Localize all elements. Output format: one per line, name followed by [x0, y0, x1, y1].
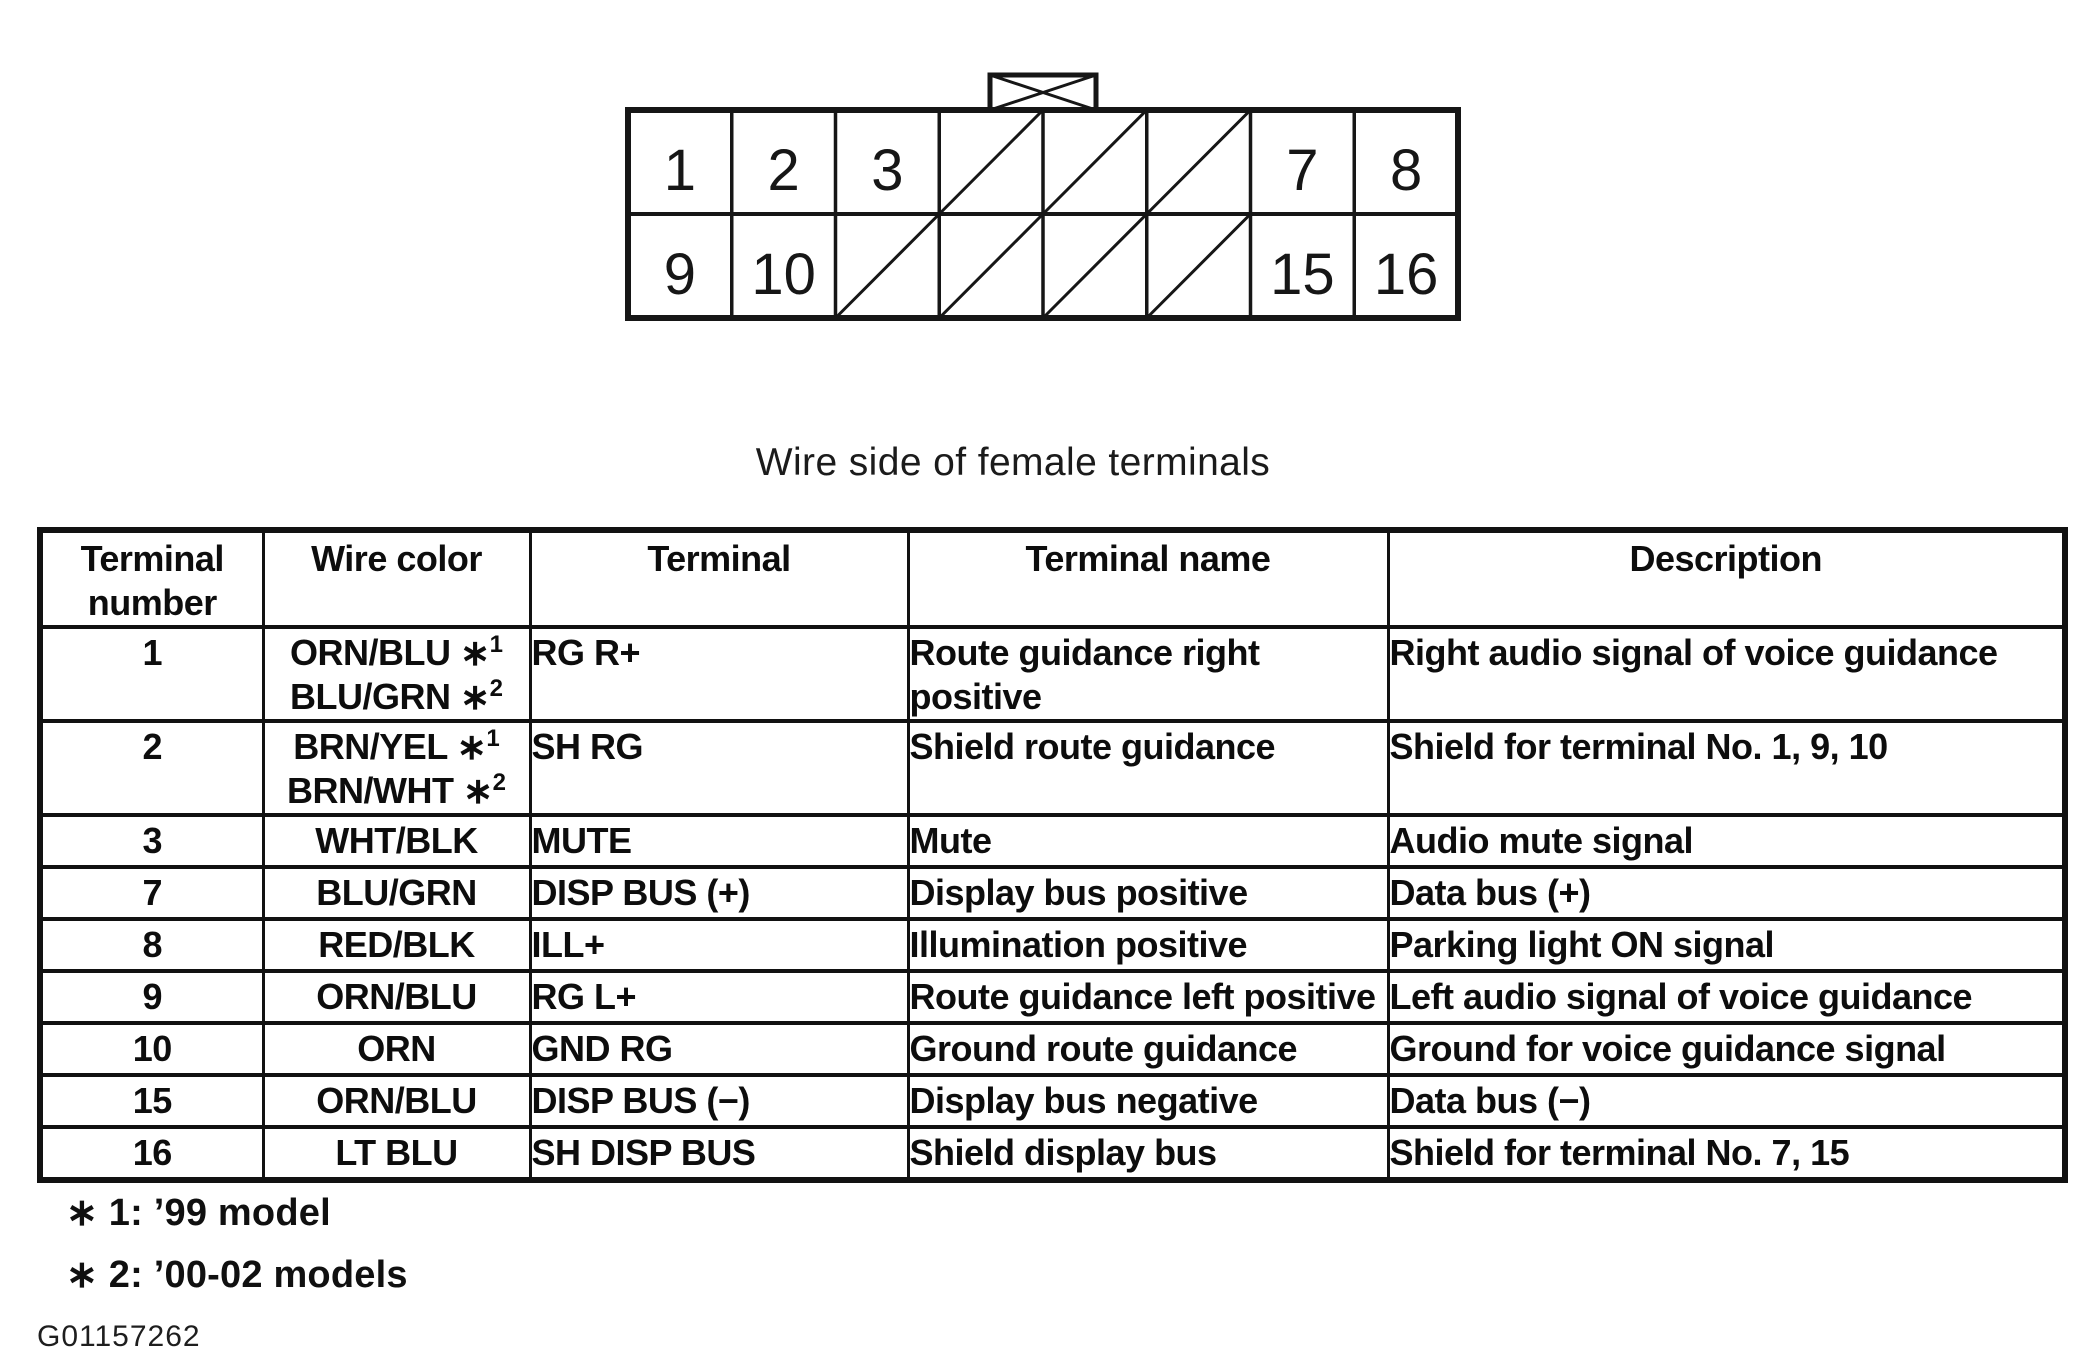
col-header-terminal-name: Terminal name	[906, 528, 1390, 629]
wire-color-value: ORN/BLU	[316, 1080, 477, 1121]
footnote-marker: 1	[486, 725, 500, 752]
wire-color-value: ORN/BLU ∗1	[289, 631, 503, 673]
wire-color-cell: BLU/GRN	[261, 865, 532, 921]
hatch-line	[1041, 212, 1148, 320]
hatch-line	[938, 108, 1045, 216]
terminal-number-cell: 15	[38, 1073, 265, 1129]
terminal-name-cell: Shield display bus	[906, 1125, 1390, 1182]
terminal-number-cell: 1	[38, 625, 265, 723]
terminal-name-cell: Route guidance left positive	[906, 969, 1390, 1025]
connector-caption: Wire side of female terminals	[755, 441, 1271, 484]
table-row-terminal-9: 9 ORN/BLU RG L+Route guidance left positiv…	[38, 969, 2067, 1025]
col-header-description: Description	[1386, 528, 2067, 629]
terminal-name-cell: Mute	[906, 813, 1390, 869]
terminal-cell: DISP BUS (+)	[528, 865, 910, 921]
wire-color-cell: WHT/BLK	[261, 813, 532, 869]
terminal-name-cell: Route guidance right positive	[906, 625, 1390, 723]
wire-color-value: ORN	[357, 1028, 436, 1069]
footnote-marker: 2	[489, 675, 503, 702]
description-cell: Ground for voice guidance signal	[1386, 1021, 2067, 1077]
description-cell: Left audio signal of voice guidance	[1386, 969, 2067, 1025]
table-row-terminal-15: 15 ORN/BLU DISP BUS (−)Display bus negativ…	[38, 1073, 2067, 1129]
description-cell: Data bus (−)	[1386, 1073, 2067, 1129]
terminal-cell: SH RG	[528, 719, 910, 817]
terminal-number-cell: 3	[38, 813, 265, 869]
hatch-line	[938, 212, 1045, 320]
wire-color-value: RED/BLK	[318, 924, 475, 965]
description-cell: Right audio signal of voice guidance	[1386, 625, 2067, 723]
terminal-number-cell: 7	[38, 865, 265, 921]
wire-color-value: BLU/GRN	[316, 872, 477, 913]
wire-color-value: ORN/BLU	[316, 976, 477, 1017]
footnotes: ∗ 1: ’99 model ∗ 2: ’00-02 models	[66, 1190, 408, 1314]
terminal-name-cell: Illumination positive	[906, 917, 1390, 973]
footnote-marker: 1	[489, 631, 503, 658]
wire-color-cell: ORN/BLU	[261, 969, 532, 1025]
terminal-number-cell: 10	[38, 1021, 265, 1077]
pin-8: 8	[1390, 138, 1422, 203]
terminal-cell: GND RG	[528, 1021, 910, 1077]
footnote-marker: 2	[492, 769, 506, 796]
pin-1: 1	[664, 138, 696, 203]
terminal-number-cell: 8	[38, 917, 265, 973]
footnote-1: ∗ 1: ’99 model	[66, 1192, 331, 1234]
tab-cross-line	[989, 73, 1097, 112]
wire-color-cell: ORN/BLU	[261, 1073, 532, 1129]
terminal-number-cell: 9	[38, 969, 265, 1025]
wire-color-value: BLU/GRN ∗2	[289, 675, 503, 717]
hatch-line	[1041, 108, 1148, 216]
hatch-line	[1145, 108, 1252, 216]
wire-color-value: BRN/WHT ∗2	[287, 769, 506, 811]
wire-color-value: LT BLU	[335, 1132, 458, 1173]
col-header-terminal-number: Terminal number	[38, 528, 265, 629]
col-header-wire-color: Wire color	[261, 528, 532, 629]
terminal-cell: RG R+	[528, 625, 910, 723]
pin-10: 10	[751, 242, 816, 307]
pin-3: 3	[871, 138, 903, 203]
pin-9: 9	[664, 242, 696, 307]
terminal-name-cell: Shield route guidance	[906, 719, 1390, 817]
connector-pinout-diagram: 1 2 3 7 8 9 10 15 16	[625, 72, 1461, 321]
terminal-name-cell: Ground route guidance	[906, 1021, 1390, 1077]
pin-7: 7	[1286, 138, 1318, 203]
table-row-terminal-7: 7 BLU/GRN DISP BUS (+)Display bus positive…	[38, 865, 2067, 921]
description-cell: Parking light ON signal	[1386, 917, 2067, 973]
hatch-line	[834, 212, 941, 320]
figure-id: G01157262	[37, 1320, 201, 1353]
terminal-cell: SH DISP BUS	[528, 1125, 910, 1182]
description-cell: Audio mute signal	[1386, 813, 2067, 869]
wire-color-cell: LT BLU	[261, 1125, 532, 1182]
pin-15: 15	[1270, 242, 1335, 307]
terminal-number-cell: 2	[38, 719, 265, 817]
description-cell: Shield for terminal No. 1, 9, 10	[1386, 719, 2067, 817]
wire-color-cell: ORN	[261, 1021, 532, 1077]
footnote-2: ∗ 2: ’00-02 models	[66, 1254, 408, 1296]
terminal-cell: DISP BUS (−)	[528, 1073, 910, 1129]
terminal-cell: RG L+	[528, 969, 910, 1025]
pin-16: 16	[1374, 242, 1439, 307]
terminal-number-cell: 16	[38, 1125, 265, 1182]
pin-2: 2	[767, 138, 799, 203]
terminal-cell: ILL+	[528, 917, 910, 973]
hatch-line	[1145, 212, 1252, 320]
description-cell: Data bus (+)	[1386, 865, 2067, 921]
wire-color-cell: RED/BLK	[261, 917, 532, 973]
terminal-cell: MUTE	[528, 813, 910, 869]
wire-color-value: WHT/BLK	[315, 820, 478, 861]
terminal-name-cell: Display bus positive	[906, 865, 1390, 921]
terminal-name-cell: Display bus negative	[906, 1073, 1390, 1129]
col-header-terminal: Terminal	[528, 528, 910, 629]
description-cell: Shield for terminal No. 7, 15	[1386, 1125, 2067, 1182]
wire-color-value: BRN/YEL ∗1	[293, 725, 500, 767]
